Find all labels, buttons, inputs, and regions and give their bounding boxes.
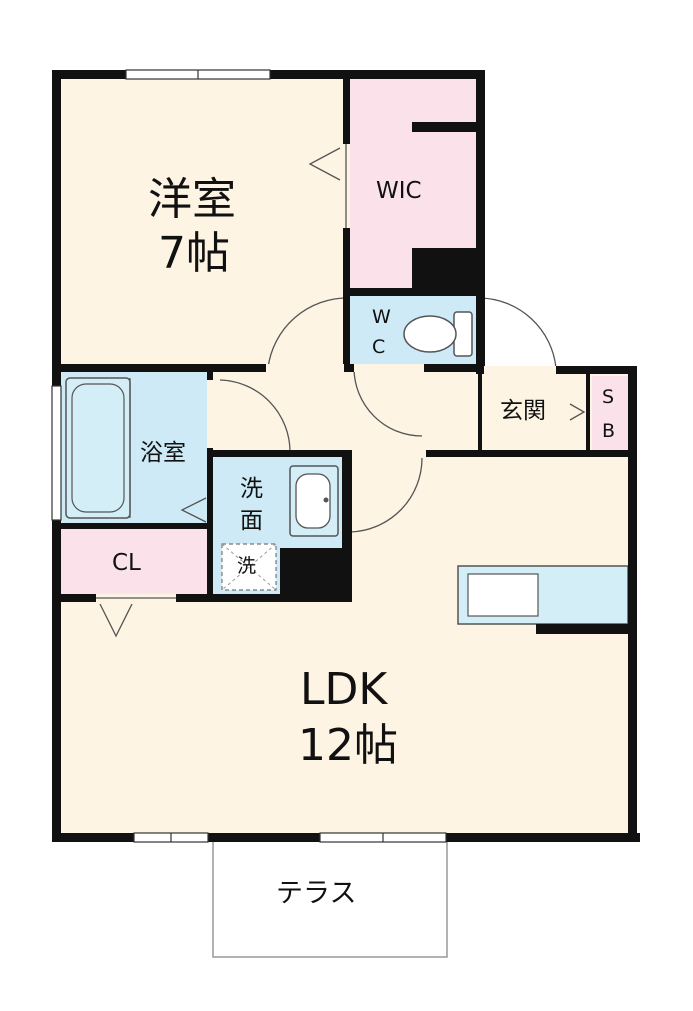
- ldk-size: 12帖: [298, 720, 398, 771]
- western-room-name: 洋室: [148, 174, 236, 225]
- washer-label: 洗: [237, 555, 257, 577]
- toilet-bowl: [403, 315, 457, 353]
- bath-door-hint: [180, 497, 207, 523]
- entrance-arrow: [569, 403, 586, 421]
- entrance-door-arc: [479, 297, 557, 369]
- wall-entrance-top: [476, 366, 637, 374]
- washroom-pillar: [280, 548, 346, 600]
- bathtub-inner: [71, 383, 125, 513]
- western-room-floor: [55, 72, 348, 368]
- toilet-label-w: W: [372, 306, 391, 328]
- shoe-box-floor: [592, 376, 630, 452]
- basin: [295, 473, 331, 529]
- window-bath: [51, 385, 62, 521]
- closet-door-hint: [99, 603, 133, 638]
- wall-right: [628, 366, 637, 842]
- washroom-label-2: 面: [240, 508, 263, 534]
- opening-western: [266, 364, 344, 372]
- western-room-size: 7帖: [158, 228, 230, 279]
- opening-toilet: [354, 364, 424, 372]
- kitchen-wall-cabinet: [536, 624, 632, 634]
- hall-floor: [210, 368, 636, 454]
- wic-shelf: [412, 122, 480, 132]
- western-door-hint: [308, 147, 341, 181]
- ldk-floor: [55, 454, 636, 838]
- western-door-arc: [267, 297, 349, 369]
- floors: [55, 72, 636, 838]
- wic-label: WIC: [376, 178, 422, 204]
- washroom-door-arc: [349, 457, 423, 533]
- bathtub: [65, 377, 131, 519]
- ldk-name: LDK: [300, 664, 388, 715]
- terrace-area: [212, 833, 448, 958]
- toilet-door-arc: [353, 367, 423, 437]
- shoe-box-label-s: S: [602, 386, 615, 408]
- bathroom-label: 浴室: [140, 440, 186, 466]
- opening-entrance: [484, 366, 556, 374]
- kitchen-sink: [467, 573, 539, 617]
- wall-closet-bottom: [52, 594, 352, 602]
- terrace-label: テラス: [276, 878, 357, 909]
- bath-door-arc: [219, 379, 291, 453]
- closet-label: CL: [112, 550, 141, 576]
- closet-floor: [55, 528, 210, 598]
- windows: [51, 69, 447, 843]
- wall-bath-bottom: [52, 523, 212, 529]
- basin-drain: [323, 497, 329, 503]
- washroom-label-1: 洗: [240, 476, 263, 502]
- door-swings: [99, 147, 586, 638]
- wic-pillar: [412, 248, 480, 292]
- door-leaves: [96, 144, 347, 599]
- opening-bath: [207, 380, 213, 448]
- fixtures: [65, 311, 632, 634]
- entrance-label: 玄関: [500, 398, 546, 424]
- toilet-label-c: C: [372, 336, 386, 358]
- wall-bath-right: [207, 368, 213, 600]
- shoe-box-label-b: B: [602, 420, 616, 442]
- washer-space: [221, 543, 277, 591]
- opening-washroom: [352, 450, 426, 457]
- wall-right-upper: [476, 70, 485, 370]
- wall-washroom-right: [342, 450, 352, 600]
- wall-entrance-left: [478, 374, 482, 452]
- wall-entrance-sb: [586, 374, 590, 452]
